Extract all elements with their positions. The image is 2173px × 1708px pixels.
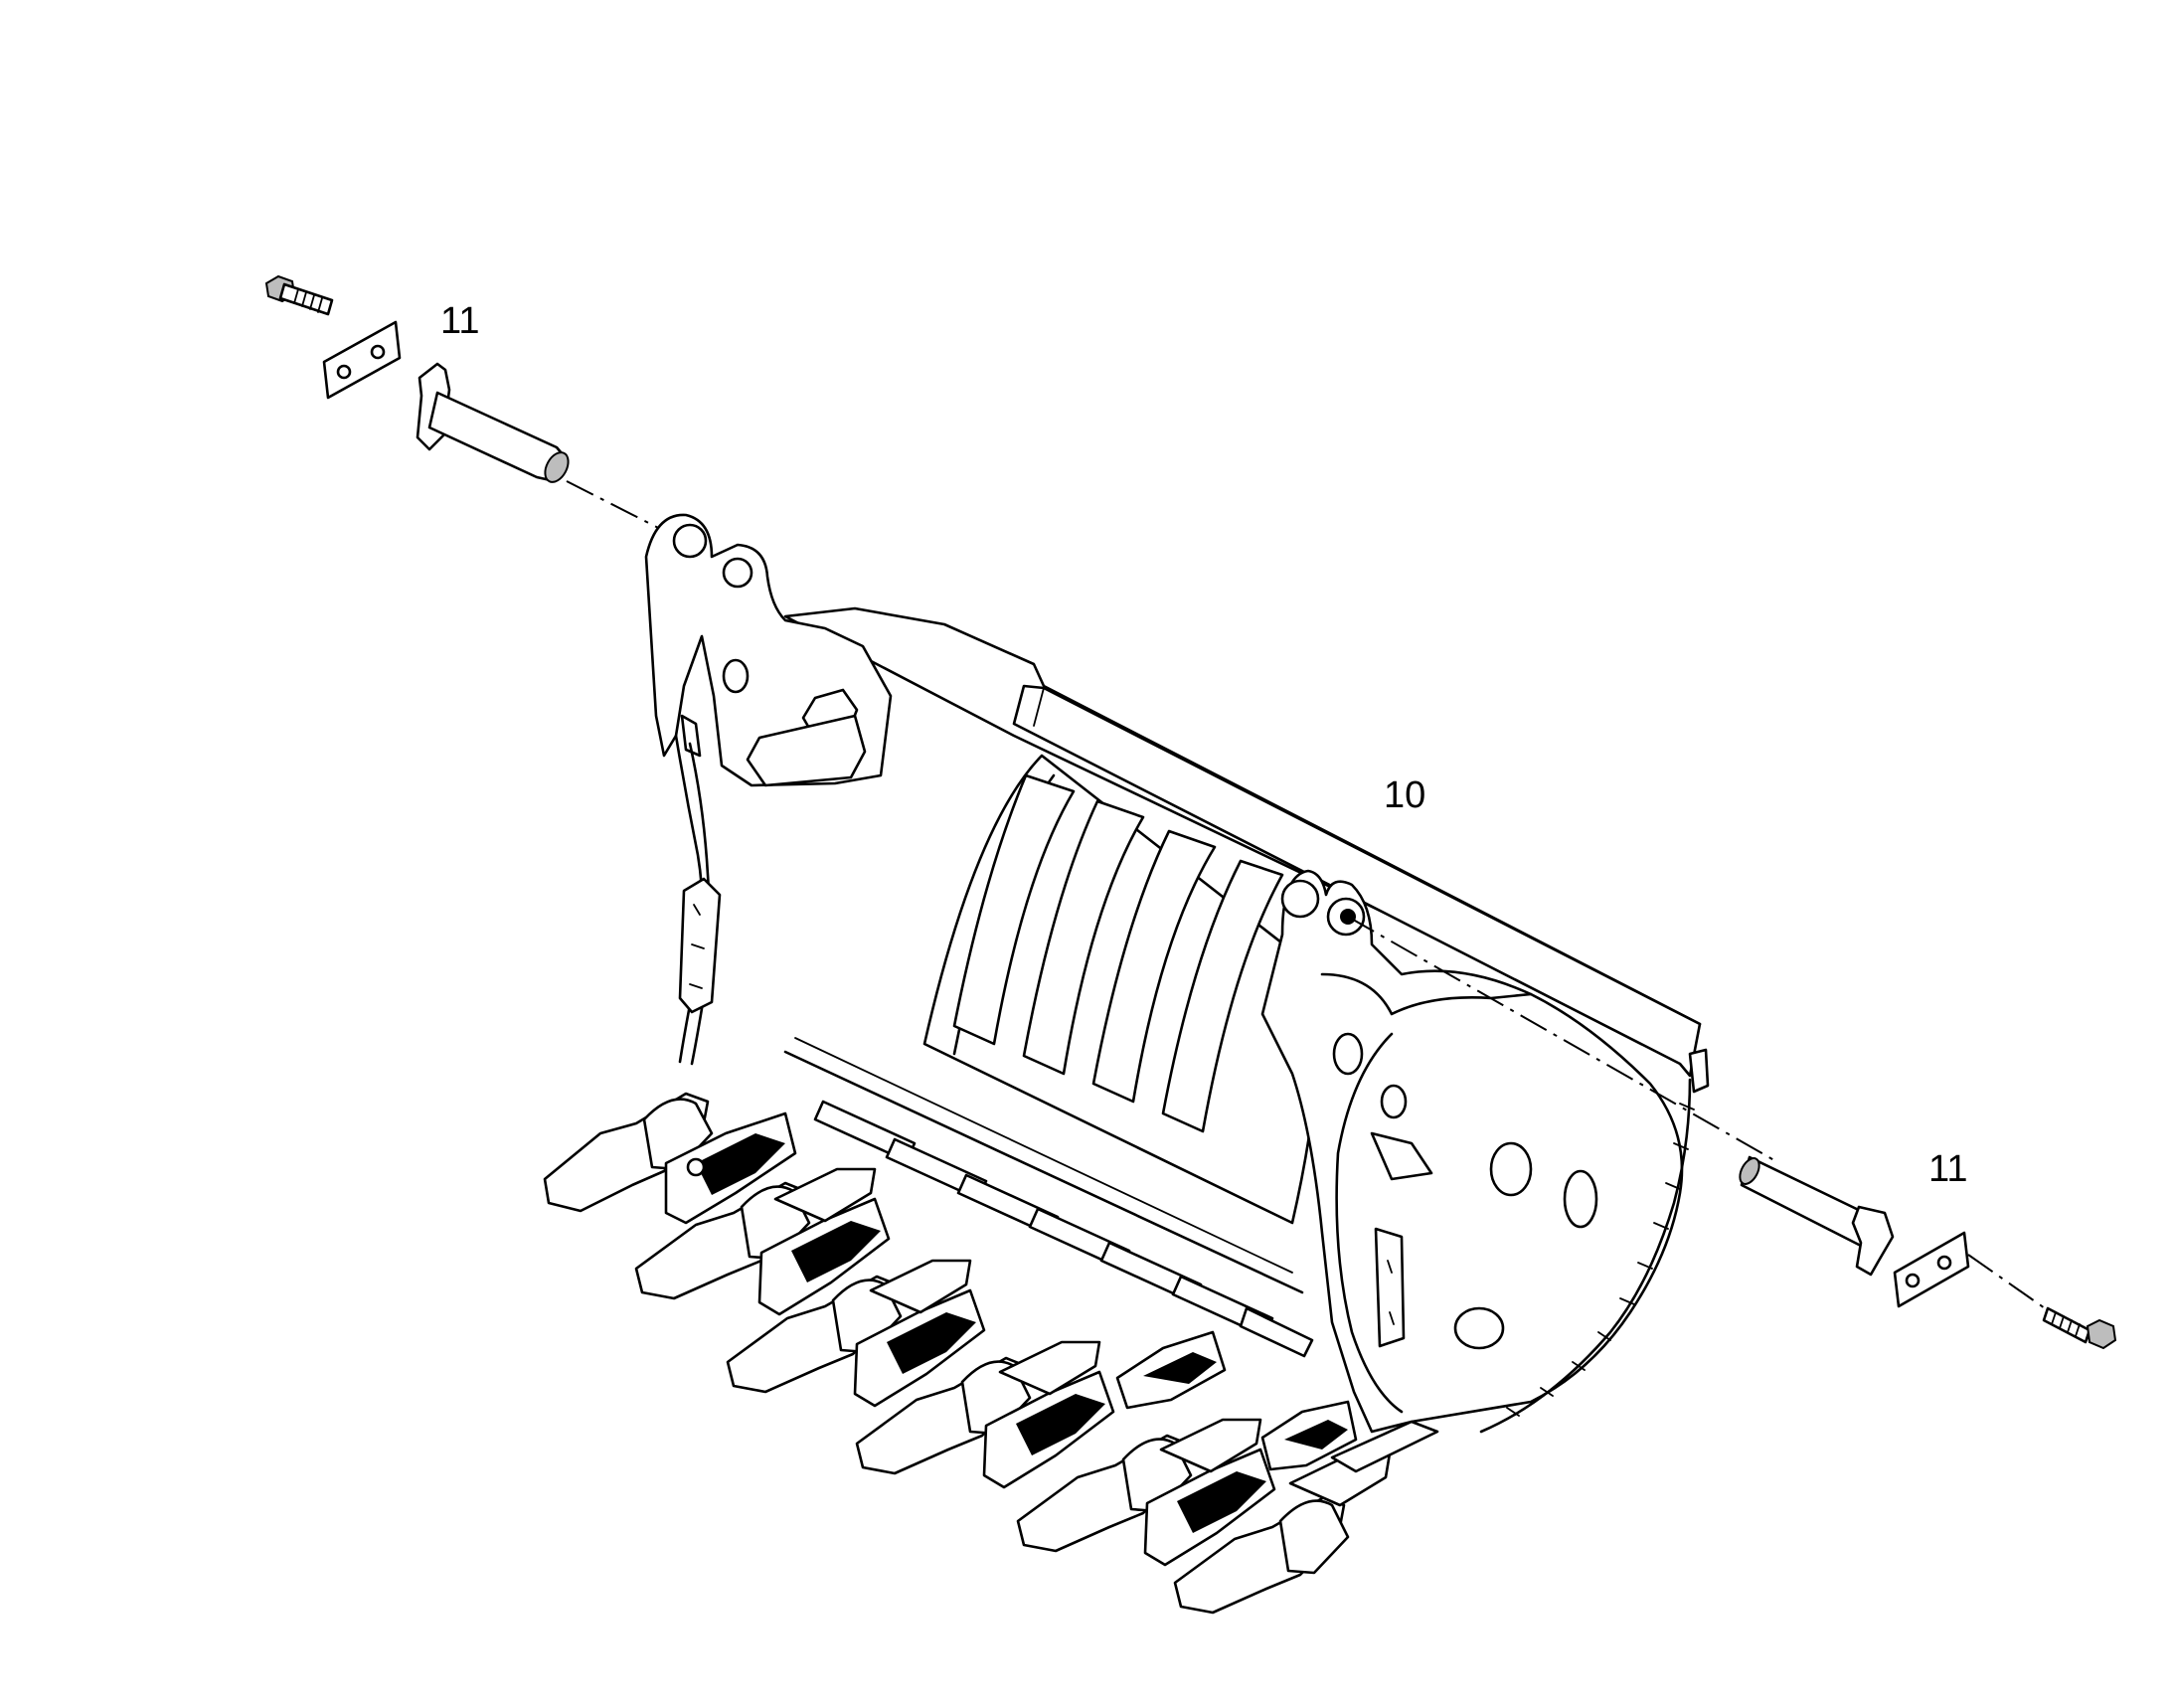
bucket (644, 513, 1710, 1434)
right-retaining-plate (1893, 1231, 1970, 1308)
tooth-4 (855, 1340, 1115, 1489)
left-bolt (264, 274, 334, 316)
bucket-teeth (543, 1092, 1439, 1615)
tooth-2 (634, 1167, 891, 1316)
callout-11-left: 11 (440, 300, 479, 342)
callout-10-bucket: 10 (1384, 774, 1425, 816)
right-pivot-pin (1739, 1155, 1895, 1277)
right-bolt (2042, 1306, 2117, 1350)
tooth-1 (543, 1092, 797, 1225)
tooth-3 (726, 1259, 986, 1408)
callout-11-right: 11 (1928, 1148, 1967, 1190)
left-pivot-pin (416, 362, 570, 483)
wear-strips (952, 773, 1284, 1133)
right-pin-axis (1347, 916, 1780, 1164)
right-bolt-axis (1967, 1254, 2049, 1311)
tooth-5 (1016, 1418, 1276, 1567)
left-retaining-plate (322, 320, 402, 400)
